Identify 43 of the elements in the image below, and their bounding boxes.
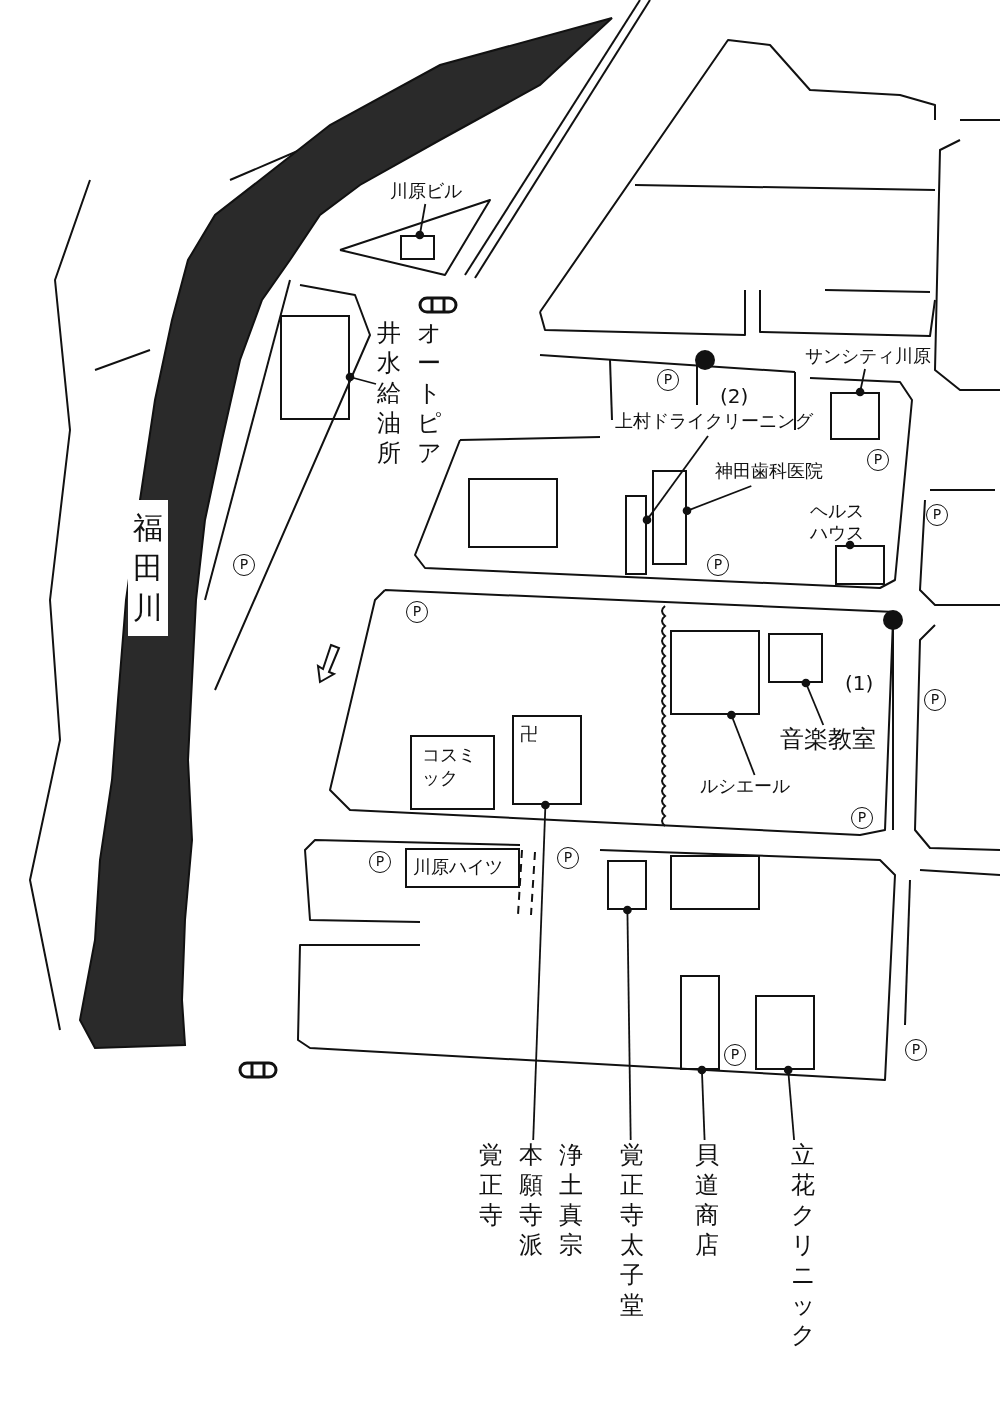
- leader-line: [727, 710, 756, 776]
- building-box: コスミック: [410, 735, 495, 810]
- place-label: オートピア井水給油所: [376, 318, 442, 468]
- leader-line: [855, 368, 866, 397]
- leader-line: [345, 372, 377, 385]
- place-label: ヘルスハウス: [810, 500, 868, 546]
- leader-line: [623, 905, 632, 1141]
- place-label: 音楽教室: [780, 725, 880, 757]
- place-label: 神田歯科医院: [715, 460, 855, 486]
- leader-line: [697, 1065, 707, 1141]
- building-box: [670, 855, 760, 910]
- point-number: (2): [720, 384, 749, 408]
- place-label: 貝道商店: [694, 1140, 720, 1260]
- building-box: [680, 975, 720, 1070]
- point-number: (1): [845, 671, 874, 695]
- leader-line: [415, 203, 427, 240]
- building-box: [835, 545, 885, 585]
- place-label: 川原ビル: [390, 180, 465, 204]
- place-label: 覚正寺太子堂: [619, 1140, 645, 1320]
- place-label: 立花クリニック: [790, 1140, 816, 1350]
- building-box: [468, 478, 558, 548]
- building-box: [830, 392, 880, 440]
- leader-line: [801, 678, 825, 726]
- building-box: [768, 633, 823, 683]
- place-label: 上村ドライクリーニング: [615, 410, 820, 436]
- leader-line: [642, 435, 709, 525]
- place-label: サンシティ川原: [805, 345, 930, 369]
- building-box: [670, 630, 760, 715]
- building-box: 卍: [512, 715, 582, 805]
- building-box: 川原ハイツ: [405, 848, 520, 888]
- leader-line: [682, 485, 753, 516]
- place-label: ルシエール: [700, 775, 820, 803]
- building-box: [625, 495, 647, 575]
- building-box: [652, 470, 687, 565]
- leader-line: [845, 540, 855, 550]
- river-label: 福田川: [128, 500, 168, 636]
- place-label: 浄土真宗本願寺派覚正寺: [478, 1140, 584, 1260]
- leader-line: [783, 1065, 795, 1141]
- building-box: [400, 235, 435, 260]
- building-box: [755, 995, 815, 1070]
- building-box: [280, 315, 350, 420]
- building-box: [607, 860, 647, 910]
- leader-line: [532, 800, 550, 1141]
